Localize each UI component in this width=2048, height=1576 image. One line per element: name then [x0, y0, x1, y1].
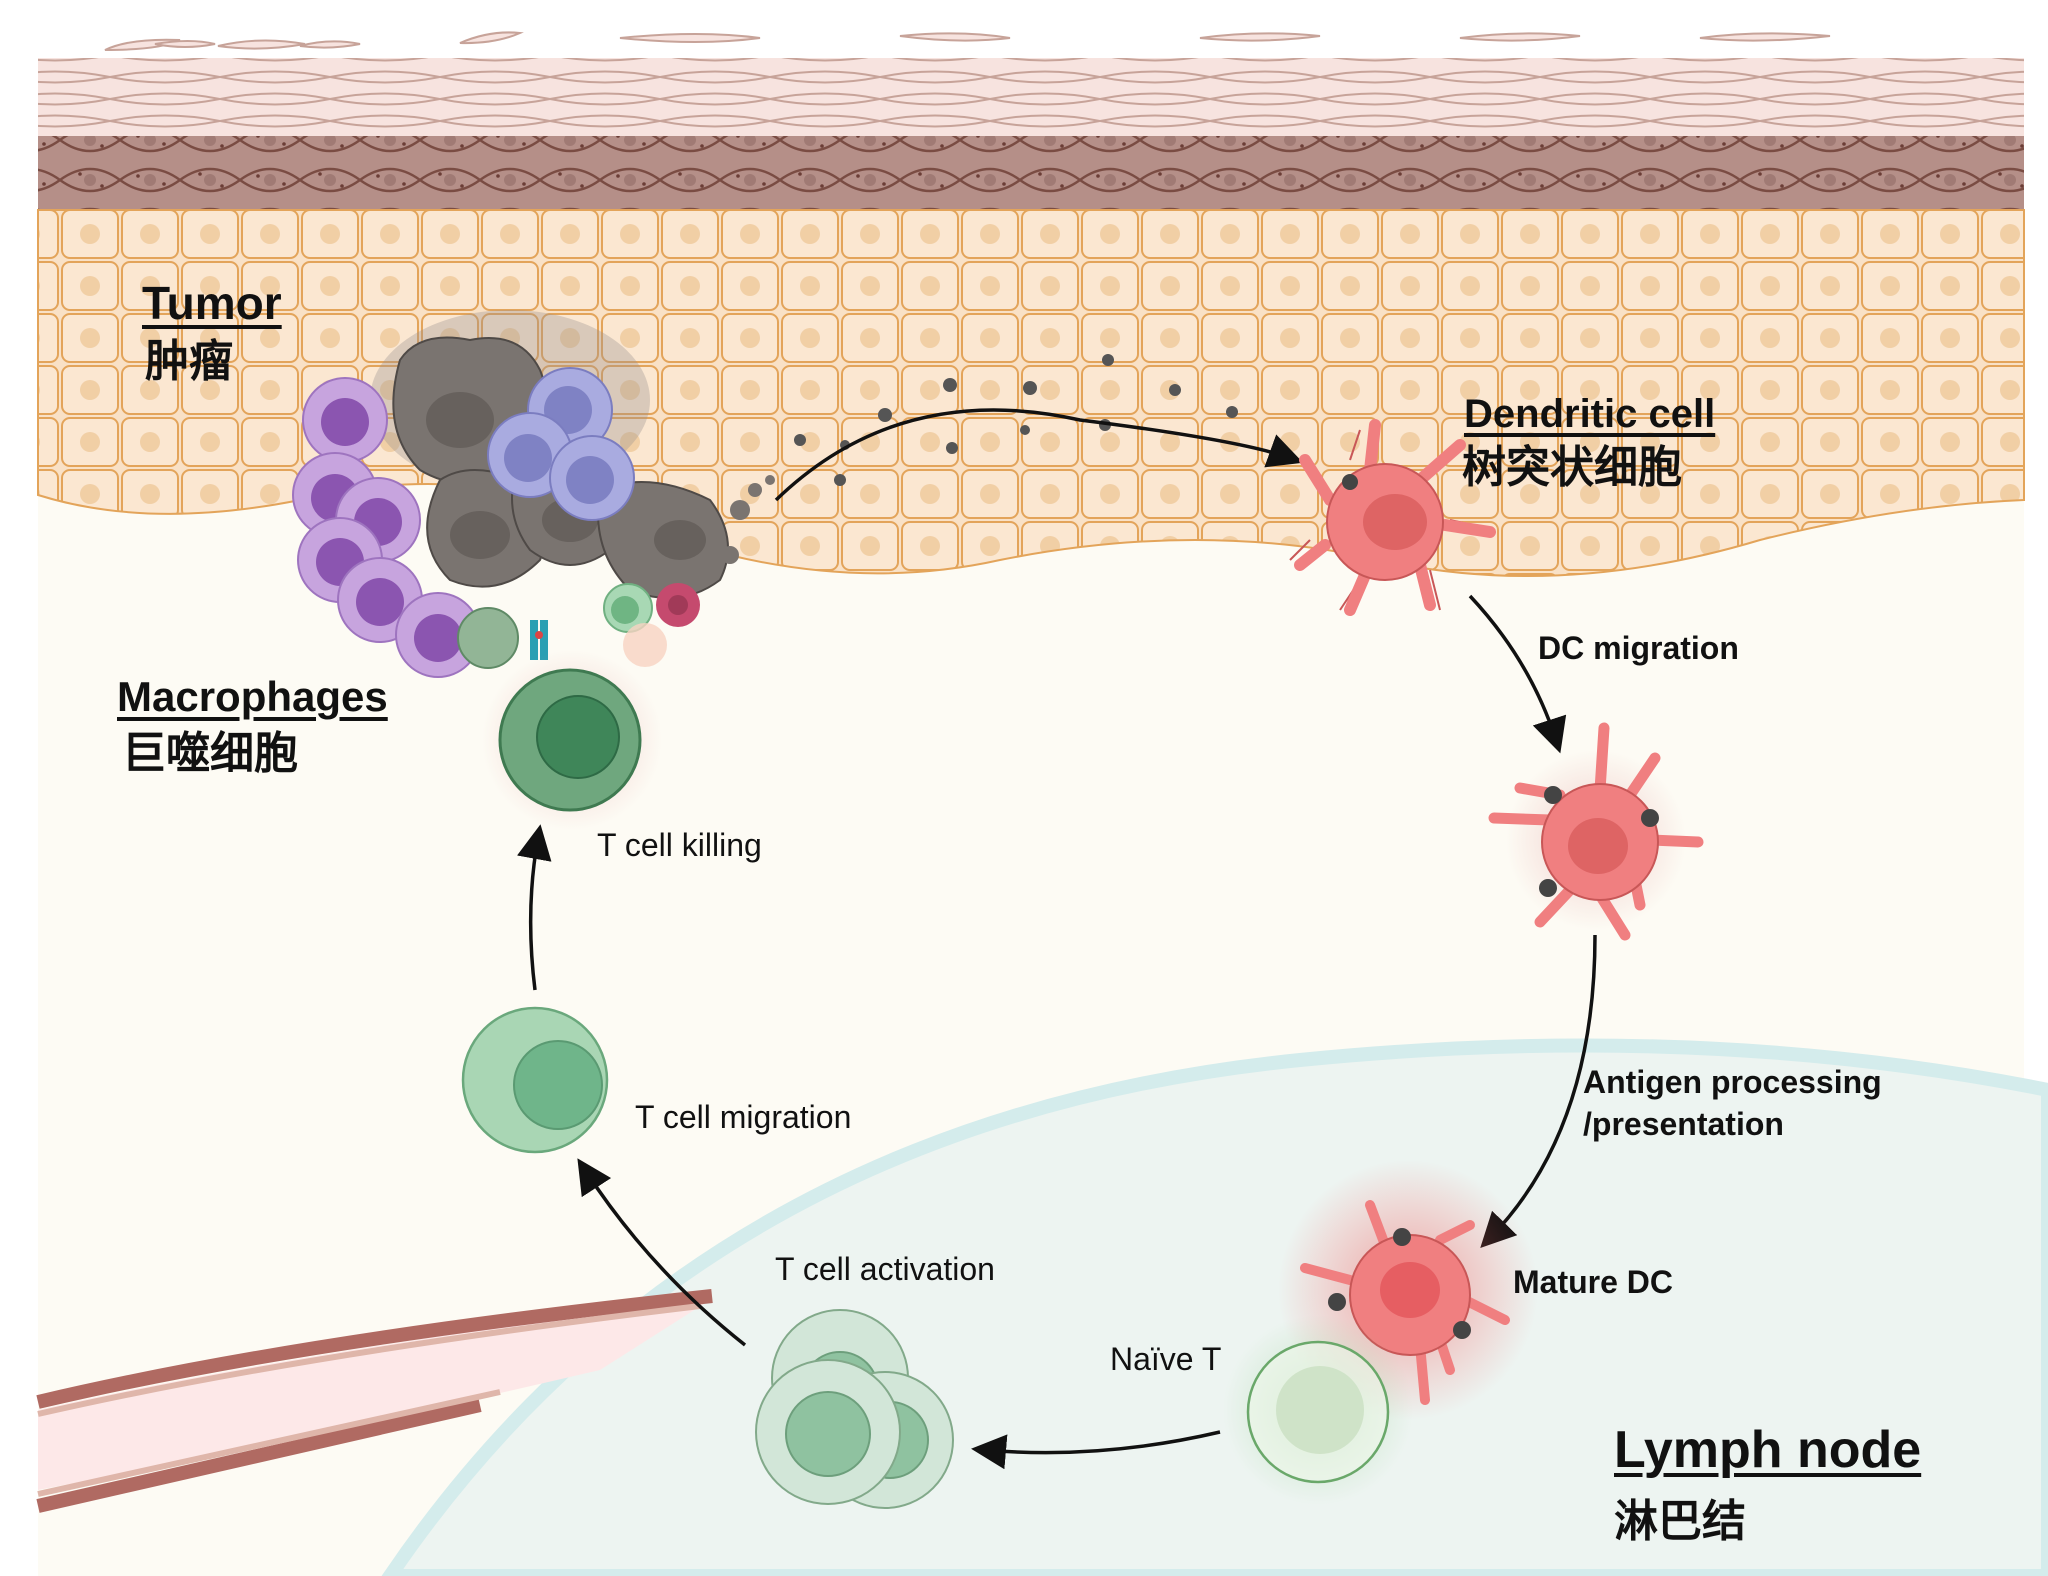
naive-t-cell	[1223, 1315, 1413, 1505]
macrophage-cell	[302, 377, 388, 463]
arrow-t-activation	[971, 1430, 1221, 1470]
naive-t-label: Naïve T	[1110, 1341, 1222, 1377]
tcr-mhc-receptor	[530, 620, 548, 660]
tumor-title: Tumor	[142, 277, 282, 329]
arrow-antigen-release	[774, 408, 1304, 502]
arrow-dc-migration	[1468, 594, 1567, 754]
t-cell-activation-label: T cell activation	[775, 1251, 995, 1287]
dendritic-cell-title: Dendritic cell	[1464, 392, 1716, 436]
arrow-t-killing	[517, 824, 552, 991]
dc-migration-label: DC migration	[1538, 630, 1739, 666]
macrophages-title: Macrophages	[117, 673, 388, 720]
small-immune-cells	[603, 583, 700, 667]
antigen-processing-label: Antigen processing	[1583, 1064, 1882, 1100]
stratum-corneum	[38, 58, 2024, 138]
pigmented-layer	[38, 136, 2024, 212]
lymph-node-title-zh: 淋巴结	[1614, 1496, 1746, 1547]
dendritic-cell-skin	[1289, 419, 1496, 616]
macrophages	[292, 377, 519, 678]
arrow-t-migration	[577, 1158, 747, 1347]
arrow-antigen-presentation	[1480, 934, 1597, 1249]
migrating-t-cell	[461, 1006, 609, 1154]
t-cell-killing-label: T cell killing	[597, 827, 762, 863]
flaking-corneocytes	[104, 31, 1831, 51]
antigen-presentation-label: /presentation	[1583, 1106, 1784, 1142]
cycle-arrows	[517, 408, 1597, 1470]
macrophages-title-zh: 巨噬细胞	[122, 728, 298, 779]
killing-t-cell	[482, 650, 662, 830]
lymph-node-title: Lymph node	[1614, 1421, 1922, 1479]
dendritic-cell-title-zh: 树突状细胞	[1462, 442, 1682, 493]
mature-dc-label: Mature DC	[1513, 1264, 1674, 1300]
dendritic-cell-migrating	[1488, 722, 1704, 941]
activated-t-cells	[755, 1309, 954, 1509]
macrophage-cell	[395, 592, 481, 678]
tumor-title-zh: 肿瘤	[145, 336, 233, 387]
t-cell-migration-label: T cell migration	[635, 1099, 852, 1135]
blood-vessel	[36, 1289, 713, 1513]
tumor-infiltrating-lymphocytes	[487, 367, 635, 521]
